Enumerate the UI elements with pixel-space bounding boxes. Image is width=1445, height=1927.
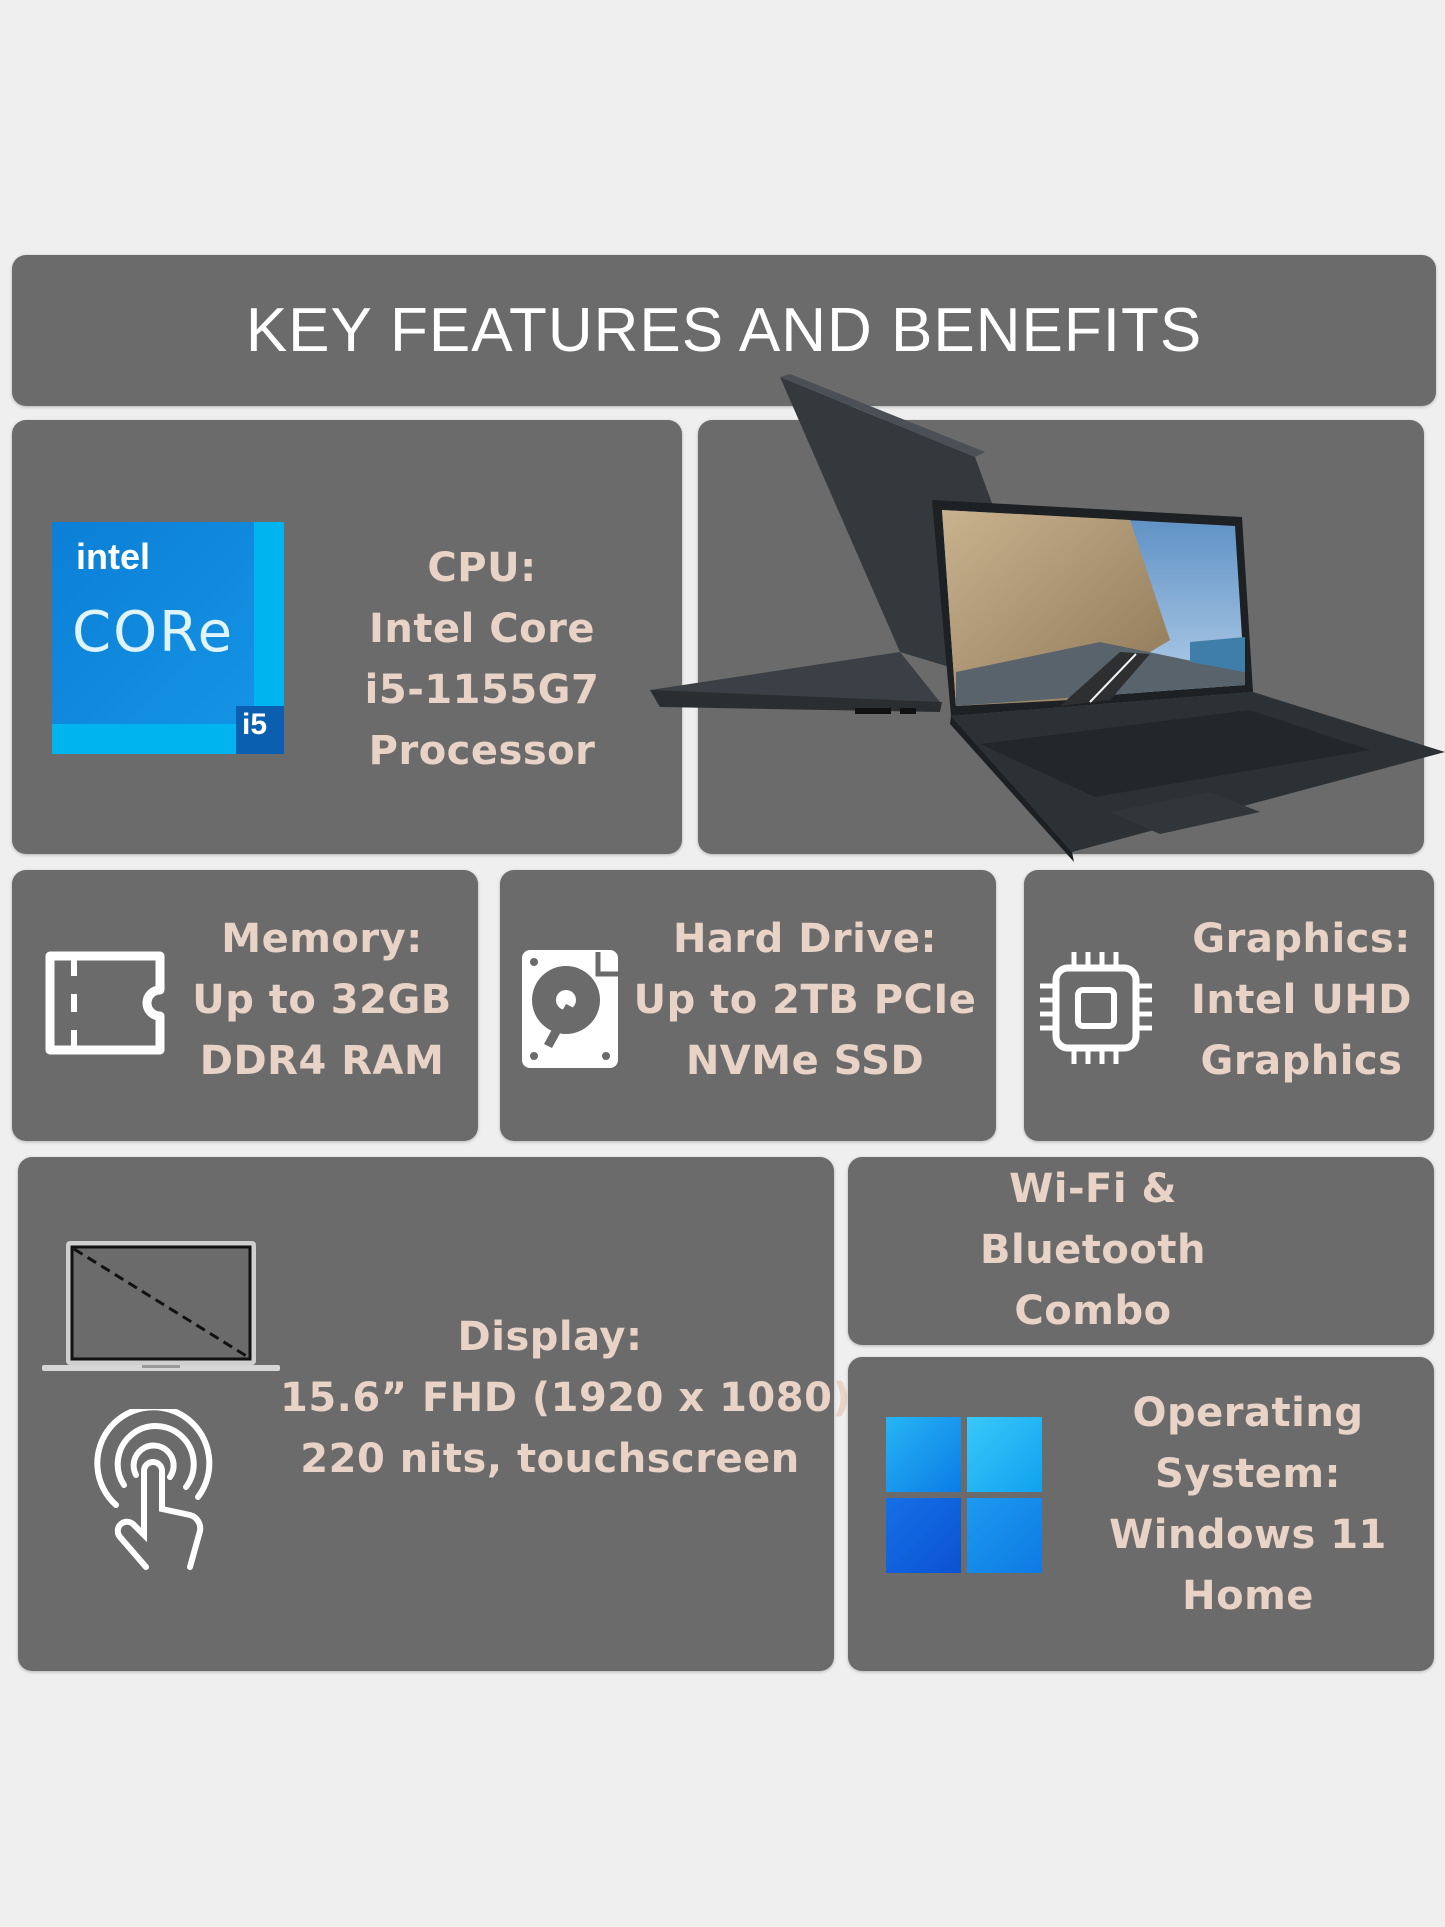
intel-brand-text: intel [76, 536, 151, 577]
os-line-3: Windows 11 [1109, 1512, 1387, 1558]
storage-line-3: NVMe SSD [685, 1038, 925, 1084]
cpu-line-2: Intel Core [369, 606, 595, 652]
memory-card-icon [44, 950, 166, 1056]
storage-line-1: Hard Drive: [672, 916, 938, 962]
display-line-2: 15.6” FHD (1920 x 1080), [280, 1375, 867, 1421]
touch-hand-icon [86, 1404, 216, 1571]
cpu-line-1: CPU: [427, 545, 537, 591]
cpu-panel: intel CORe i5 CPU: Intel Core i5-1155G7 … [12, 420, 682, 854]
wireless-line-3: Combo [1014, 1288, 1172, 1334]
storage-panel: Hard Drive: Up to 2TB PCIe NVMe SSD [500, 870, 996, 1141]
memory-line-2: Up to 32GB [192, 977, 452, 1023]
display-text: Display: 15.6” FHD (1920 x 1080), 220 ni… [280, 1307, 867, 1490]
wireless-text: Wi-Fi & Bluetooth Combo [888, 1159, 1298, 1342]
graphics-line-2: Intel UHD [1191, 977, 1412, 1023]
graphics-line-3: Graphics [1200, 1038, 1403, 1084]
hard-drive-icon [520, 948, 620, 1070]
wireless-line-2: Bluetooth [980, 1227, 1206, 1273]
chip-icon [1036, 948, 1156, 1068]
laptop-outline-icon [42, 1237, 280, 1375]
wireless-line-1: Wi-Fi & [1009, 1166, 1177, 1212]
os-line-1: Operating [1132, 1390, 1364, 1436]
page-title: KEY FEATURES AND BENEFITS [245, 296, 1203, 365]
cpu-text: CPU: Intel Core i5-1155G7 Processor [322, 538, 642, 782]
display-panel: Display: 15.6” FHD (1920 x 1080), 220 ni… [18, 1157, 867, 1671]
graphics-text: Graphics: Intel UHD Graphics [1174, 909, 1429, 1092]
os-panel: Operating System: Windows 11 Home [848, 1357, 1434, 1671]
windows-logo-icon [886, 1417, 1042, 1573]
graphics-line-1: Graphics: [1192, 916, 1411, 962]
laptop-image [650, 372, 1445, 862]
os-line-4: Home [1182, 1573, 1314, 1619]
memory-line-1: Memory: [221, 916, 423, 962]
memory-text: Memory: Up to 32GB DDR4 RAM [182, 909, 462, 1092]
cpu-line-4: Processor [368, 728, 596, 774]
os-text: Operating System: Windows 11 Home [1098, 1383, 1398, 1627]
memory-line-3: DDR4 RAM [199, 1038, 445, 1084]
cpu-line-3: i5-1155G7 [364, 667, 600, 713]
core-product-text: CORe [72, 600, 235, 665]
storage-line-2: Up to 2TB PCIe [633, 977, 977, 1023]
storage-text: Hard Drive: Up to 2TB PCIe NVMe SSD [630, 909, 980, 1092]
wireless-panel: Wi-Fi & Bluetooth Combo [848, 1157, 1434, 1345]
i5-tier-text: i5 [242, 708, 268, 741]
display-line-3: 220 nits, touchscreen [300, 1436, 800, 1482]
display-line-1: Display: [457, 1314, 643, 1360]
os-line-2: System: [1154, 1451, 1342, 1497]
memory-panel: Memory: Up to 32GB DDR4 RAM [12, 870, 478, 1141]
graphics-panel: Graphics: Intel UHD Graphics [1024, 870, 1434, 1141]
header-banner: KEY FEATURES AND BENEFITS [12, 255, 1436, 406]
intel-core-i5-logo: intel CORe i5 [52, 522, 284, 754]
